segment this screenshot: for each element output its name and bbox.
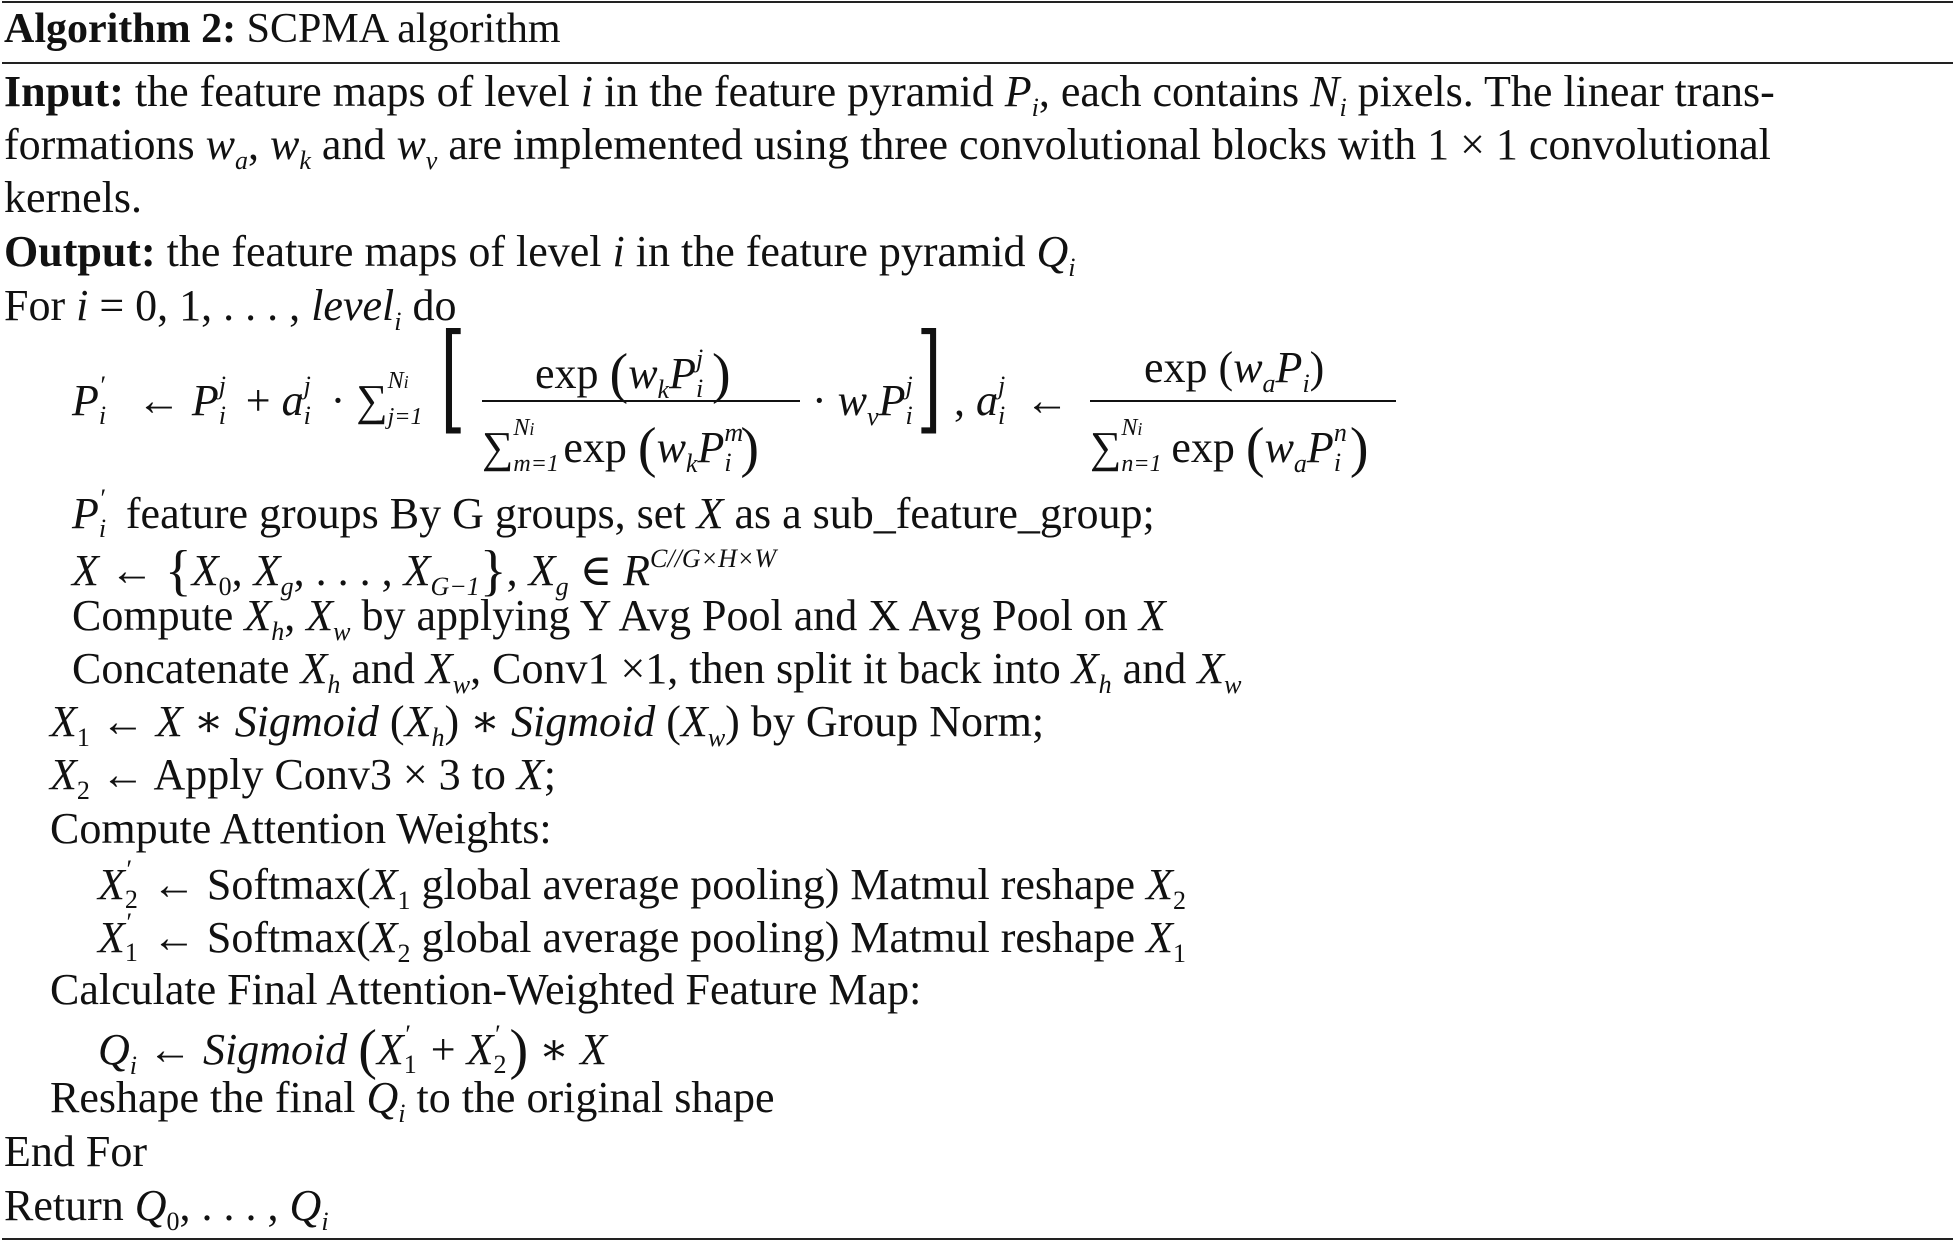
input-text-6: and: [321, 120, 386, 169]
reshape-text: Reshape the final: [50, 1073, 356, 1122]
return-line: Return Q0, . . . , Qi: [4, 1181, 329, 1236]
end-for: End For: [4, 1127, 147, 1176]
attention-title-line: Compute Attention Weights:: [50, 807, 552, 851]
input-line-3: kernels.: [4, 176, 142, 220]
x-set-line: X ← {X0, Xg, . . . , XG−1}, Xg ∈ RC//G×H…: [72, 540, 777, 602]
x1-prime-line: X′1 ← Softmax(X2 global average pooling)…: [98, 908, 1186, 968]
groups-tail: as a sub_feature_group;: [734, 489, 1155, 538]
input-text-5: formations: [4, 120, 195, 169]
input-text-1: the feature maps of level: [134, 67, 570, 116]
input-text-8: kernels.: [4, 173, 143, 222]
concatenate-line: Concatenate Xh and Xw, Conv1 ×1, then sp…: [72, 644, 1242, 699]
compute-text: Compute: [72, 591, 234, 640]
output-line: Output: the feature maps of level i in t…: [4, 227, 1076, 282]
qi-line: Qi ← Sigmoid (X′1 + X′2) ∗ X: [98, 1019, 607, 1081]
return-keyword: Return: [4, 1181, 124, 1230]
bottom-rule: [2, 1238, 1953, 1240]
caption-rule: [2, 62, 1953, 64]
for-line: For i = 0, 1, . . . , leveli do: [4, 281, 457, 336]
algorithm-caption: Algorithm 2: SCPMA algorithm: [4, 8, 561, 50]
final-title: Calculate Final Attention-Weighted Featu…: [50, 965, 922, 1014]
x2-prime-line: X′2 ← Softmax(X1 global average pooling)…: [98, 855, 1186, 915]
input-text-7: are implemented using three convolutiona…: [448, 120, 1771, 169]
input-line-1: Input: the feature maps of level i in th…: [4, 67, 1775, 122]
concat-text: Concatenate: [72, 644, 290, 693]
attn-2: Softmax(: [206, 913, 371, 962]
concat-mid: and: [351, 644, 415, 693]
final-title-line: Calculate Final Attention-Weighted Featu…: [50, 968, 921, 1012]
x1-text: by Group Norm;: [750, 697, 1045, 746]
attn-1: Softmax(: [206, 860, 371, 909]
attn-2-tail: global average pooling) Matmul reshape: [421, 913, 1136, 962]
input-label: Input:: [4, 67, 124, 116]
input-text-2: in the feature pyramid: [604, 67, 994, 116]
output-label: Output:: [4, 227, 156, 276]
concat-tail: , Conv1 ×1, then split it back into: [470, 644, 1061, 693]
output-text-1: the feature maps of level: [166, 227, 602, 276]
end-for-line: End For: [4, 1130, 147, 1174]
groups-text: feature groups By G groups, set: [125, 489, 686, 538]
top-rule: [2, 1, 1953, 3]
output-text-2: in the feature pyramid: [635, 227, 1026, 276]
x2-text: Apply Conv3 × 3 to: [153, 750, 506, 799]
compute-tail: by applying Y Avg Pool and X Avg Pool on: [361, 591, 1128, 640]
reshape-line: Reshape the final Qi to the original sha…: [50, 1073, 775, 1128]
for-keyword: For: [4, 281, 66, 330]
concat-and: and: [1122, 644, 1187, 693]
input-text-4: pixels. The linear trans-: [1357, 67, 1775, 116]
feature-groups-line: P′i feature groups By G groups, set X as…: [72, 484, 1155, 543]
do-keyword: do: [412, 281, 457, 330]
input-line-2: formations wa, wk and wv are implemented…: [4, 120, 1771, 175]
attn-title: Compute Attention Weights:: [50, 804, 552, 853]
compute-xh-line: Compute Xh, Xw by applying Y Avg Pool an…: [72, 591, 1166, 646]
caption-title: SCPMA algorithm: [246, 6, 561, 52]
caption-label: Algorithm 2:: [4, 6, 237, 52]
attn-1-tail: global average pooling) Matmul reshape: [421, 860, 1136, 909]
x1-line: X1 ← X ∗ Sigmoid (Xh) ∗ Sigmoid (Xw) by …: [50, 697, 1045, 752]
for-range: = 0, 1, . . . ,: [99, 281, 301, 330]
x2-line: X2 ← Apply Conv3 × 3 to X;: [50, 750, 556, 805]
reshape-tail: to the original shape: [416, 1073, 775, 1122]
input-text-3: , each contains: [1038, 67, 1300, 116]
